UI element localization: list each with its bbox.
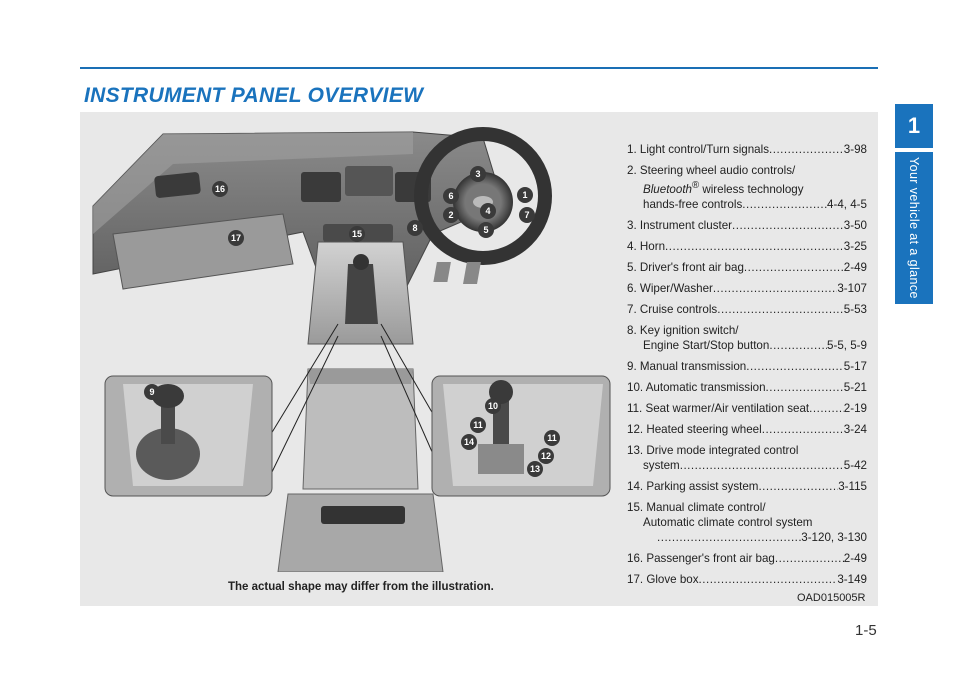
chapter-strip — [895, 152, 933, 304]
callout-11a: 11 — [470, 417, 486, 433]
callout-6: 6 — [443, 188, 459, 204]
chapter-label: Your vehicle at a glance — [907, 157, 921, 299]
component-list: 1. Light control/Turn signals 3-98 2. St… — [627, 142, 867, 593]
callout-9: 9 — [144, 384, 160, 400]
list-item: 8. Key ignition switch/ Engine Start/Sto… — [627, 323, 867, 353]
list-item: 17. Glove box 3-149 — [627, 572, 867, 587]
svg-text:3: 3 — [475, 169, 480, 179]
callout-5: 5 — [478, 222, 494, 238]
callout-3: 3 — [470, 166, 486, 182]
list-item: 13. Drive mode integrated control system… — [627, 443, 867, 473]
svg-text:13: 13 — [530, 464, 540, 474]
list-item: 16. Passenger's front air bag 2-49 — [627, 551, 867, 566]
list-item: 14. Parking assist system3-115 — [627, 479, 867, 494]
list-item: 1. Light control/Turn signals 3-98 — [627, 142, 867, 157]
list-item: 9. Manual transmission5-17 — [627, 359, 867, 374]
dashboard-illustration: 1 2 3 4 5 6 7 8 9 10 11 11 12 13 14 15 1… — [92, 127, 611, 572]
list-item: 15. Manual climate control/ Automatic cl… — [627, 500, 867, 545]
list-item: 7. Cruise controls 5-53 — [627, 302, 867, 317]
callout-13: 13 — [527, 461, 543, 477]
svg-text:2: 2 — [448, 210, 453, 220]
svg-text:11: 11 — [547, 433, 557, 443]
callout-1: 1 — [517, 187, 533, 203]
list-item: 3. Instrument cluster 3-50 — [627, 218, 867, 233]
list-item: 5. Driver's front air bag 2-49 — [627, 260, 867, 275]
svg-text:1: 1 — [522, 190, 527, 200]
chapter-tab: 1 — [895, 104, 933, 148]
callout-4: 4 — [480, 203, 496, 219]
callout-15: 15 — [349, 226, 365, 242]
svg-text:10: 10 — [488, 401, 498, 411]
callout-17: 17 — [228, 230, 244, 246]
svg-text:9: 9 — [149, 387, 154, 397]
callout-14: 14 — [461, 434, 477, 450]
svg-text:11: 11 — [473, 420, 483, 430]
page-title: INSTRUMENT PANEL OVERVIEW — [84, 84, 424, 107]
svg-text:7: 7 — [524, 210, 529, 220]
header-rule — [80, 67, 878, 69]
svg-text:16: 16 — [215, 184, 225, 194]
svg-text:12: 12 — [541, 451, 551, 461]
svg-text:4: 4 — [485, 206, 490, 216]
svg-text:5: 5 — [483, 225, 488, 235]
list-item: 6. Wiper/Washer 3-107 — [627, 281, 867, 296]
list-item: 4. Horn 3-25 — [627, 239, 867, 254]
list-item: 10. Automatic transmission 5-21 — [627, 380, 867, 395]
callout-7: 7 — [519, 207, 535, 223]
svg-text:8: 8 — [412, 223, 417, 233]
callout-2: 2 — [443, 207, 459, 223]
list-item: 2. Steering wheel audio controls/ Blueto… — [627, 163, 867, 212]
svg-text:17: 17 — [231, 233, 241, 243]
svg-text:14: 14 — [464, 437, 474, 447]
svg-text:6: 6 — [448, 191, 453, 201]
callout-12: 12 — [538, 448, 554, 464]
list-item: 12. Heated steering wheel 3-24 — [627, 422, 867, 437]
callout-10: 10 — [485, 398, 501, 414]
svg-text:15: 15 — [352, 229, 362, 239]
figure-code: OAD015005R — [797, 592, 866, 604]
callout-8: 8 — [407, 220, 423, 236]
illustration-caption: The actual shape may differ from the ill… — [228, 581, 494, 593]
callout-16: 16 — [212, 181, 228, 197]
list-item: 11. Seat warmer/Air ventilation seat2-19 — [627, 401, 867, 416]
page-number: 1-5 — [855, 622, 877, 639]
callout-11b: 11 — [544, 430, 560, 446]
